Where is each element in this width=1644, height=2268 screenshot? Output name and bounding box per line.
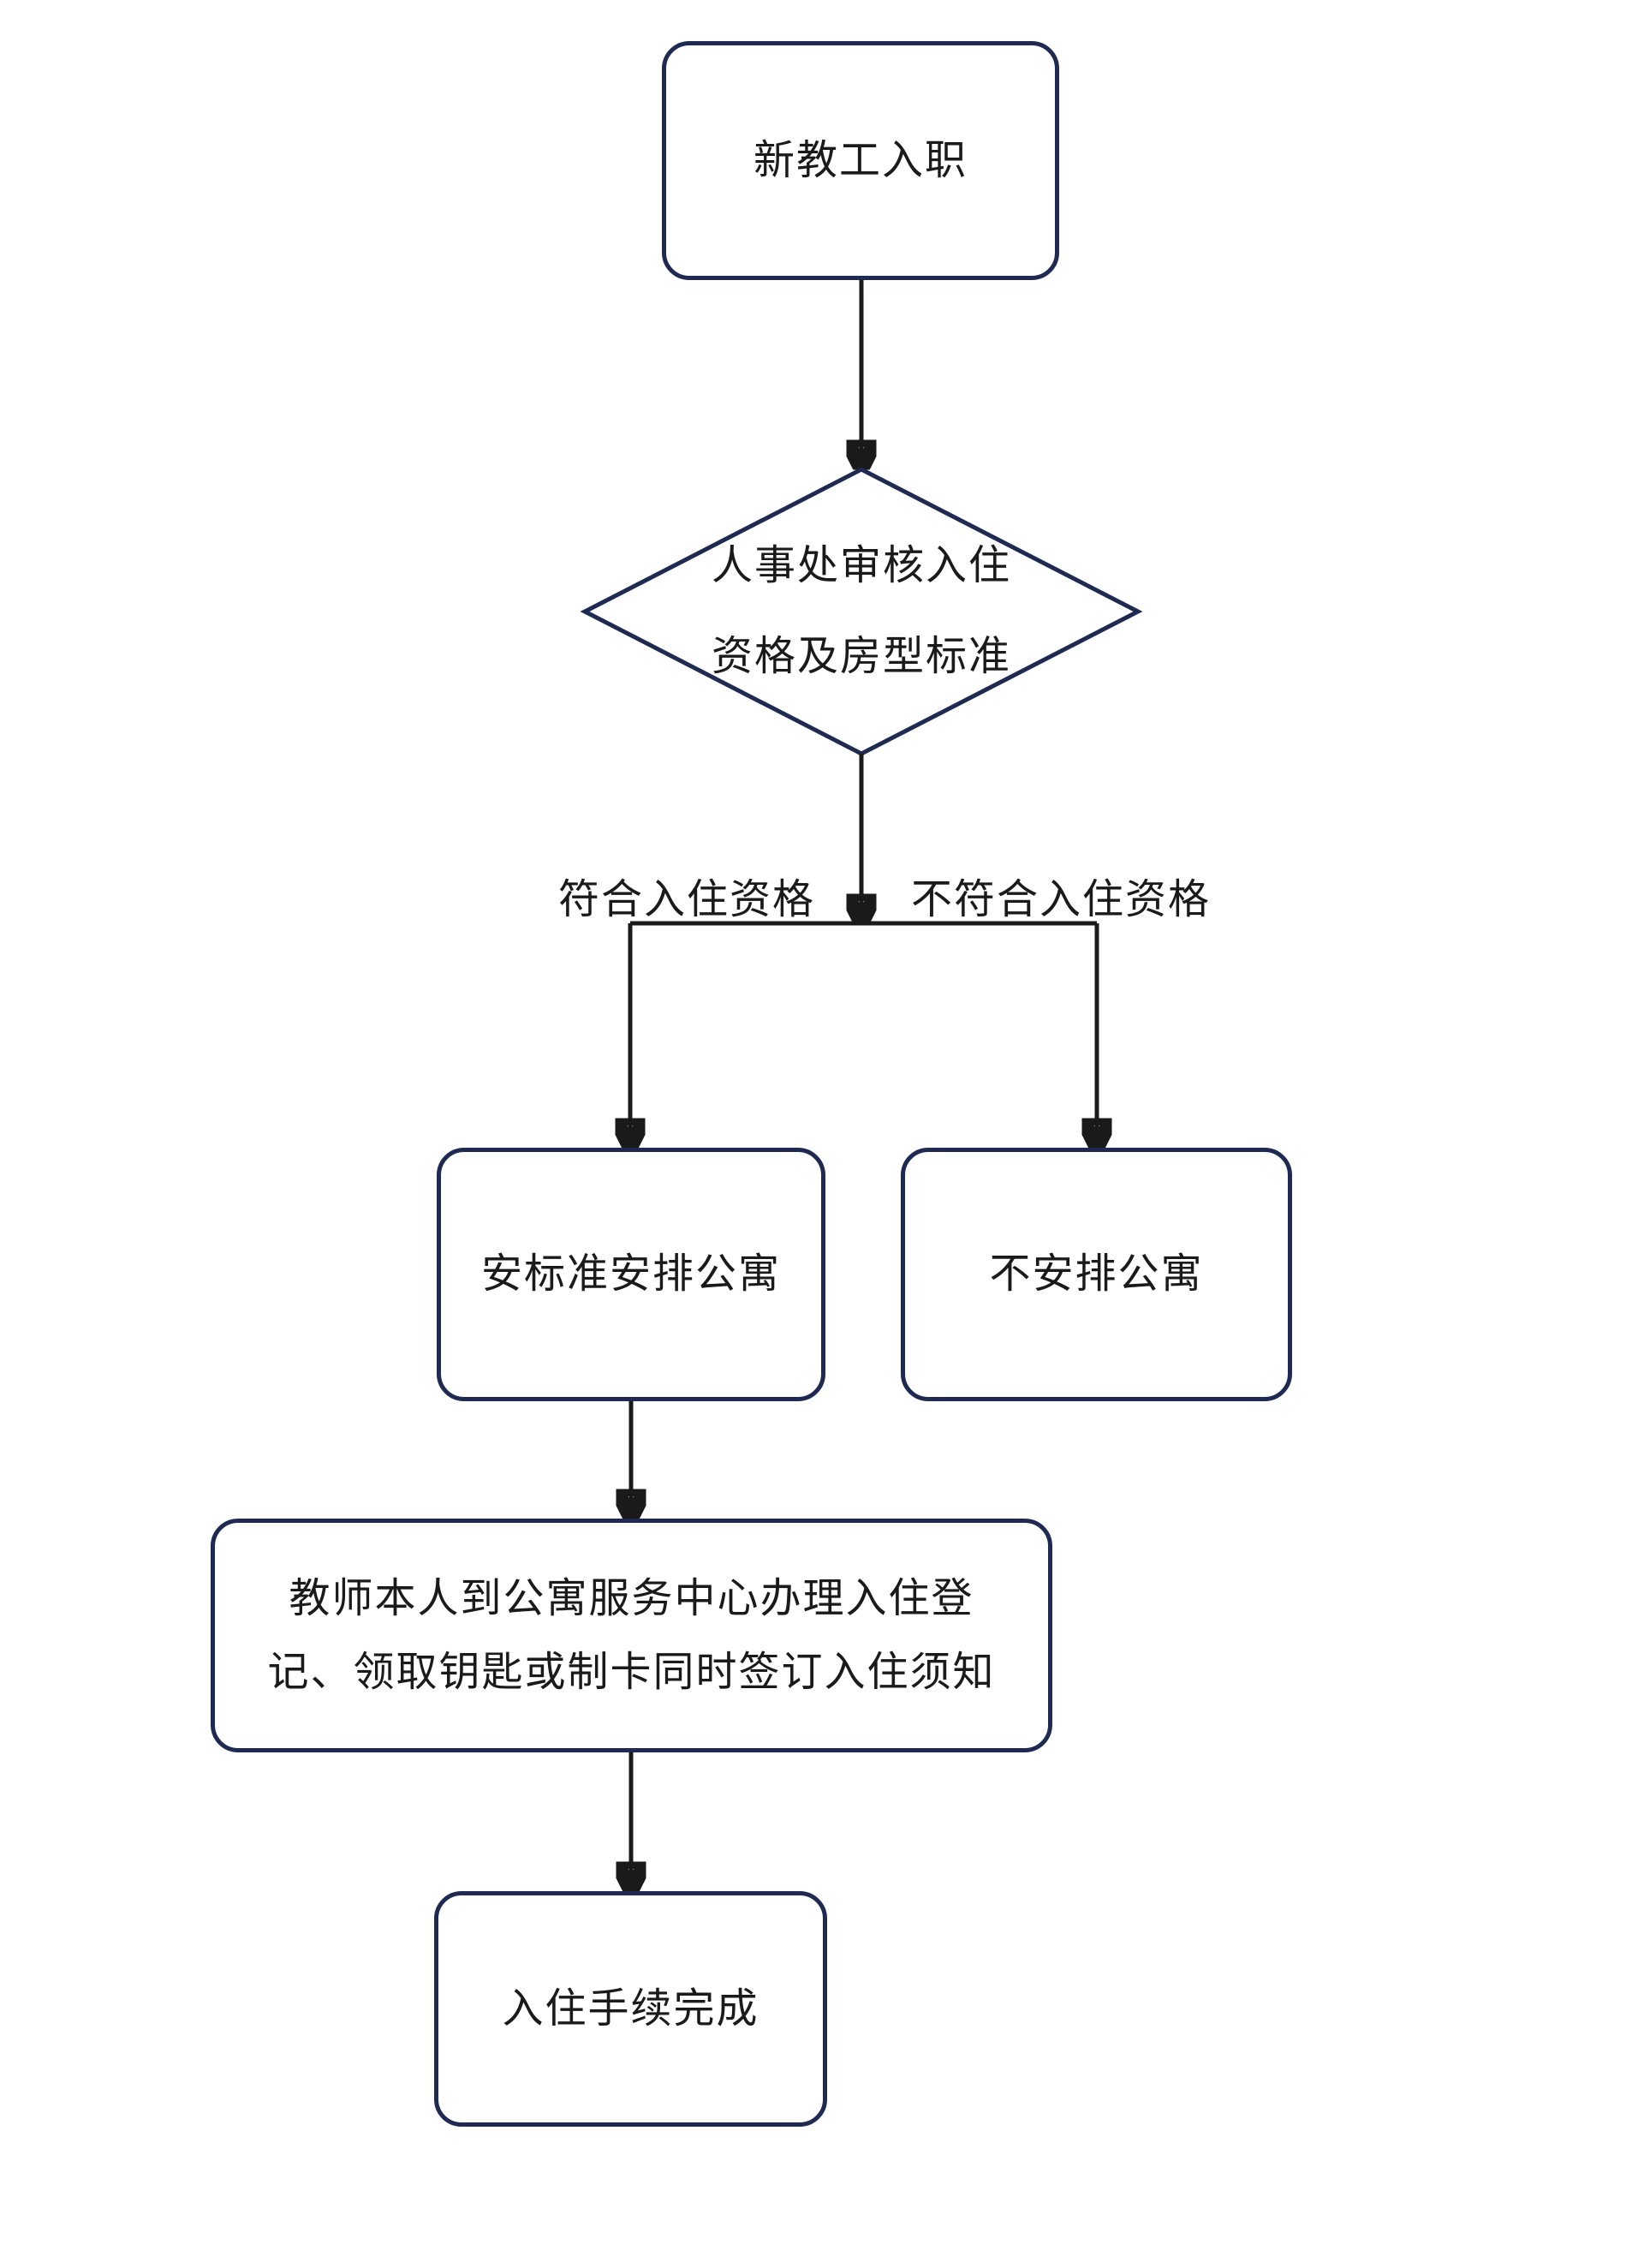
node-decision-line2: 资格及房型标准 bbox=[711, 634, 1011, 679]
node-register-line1: 教师本人到公寓服务中心办理入住登 bbox=[289, 1576, 974, 1622]
node-complete-label: 入住手续完成 bbox=[502, 1985, 759, 2032]
node-no-apartment-label: 不安排公寓 bbox=[989, 1251, 1204, 1298]
node-start: 新教工入职 bbox=[662, 41, 1059, 280]
node-no-apartment: 不安排公寓 bbox=[901, 1148, 1292, 1401]
edge-label-qualified: 符合入住资格 bbox=[557, 877, 815, 922]
node-decision-line1: 人事处审核入住 bbox=[711, 543, 1011, 589]
node-arrange-apartment: 安标准安排公寓 bbox=[437, 1148, 825, 1401]
node-complete: 入住手续完成 bbox=[434, 1891, 827, 2127]
node-start-label: 新教工入职 bbox=[753, 137, 968, 183]
node-decision: 人事处审核入住 资格及房型标准 bbox=[585, 469, 1138, 754]
node-arrange-apartment-label: 安标准安排公寓 bbox=[480, 1251, 781, 1298]
node-register: 教师本人到公寓服务中心办理入住登 记、领取钥匙或制卡同时签订入住须知 bbox=[211, 1519, 1052, 1752]
node-register-line2: 记、领取钥匙或制卡同时签订入住须知 bbox=[267, 1649, 996, 1695]
edge-label-not-qualified: 不符合入住资格 bbox=[910, 877, 1211, 922]
